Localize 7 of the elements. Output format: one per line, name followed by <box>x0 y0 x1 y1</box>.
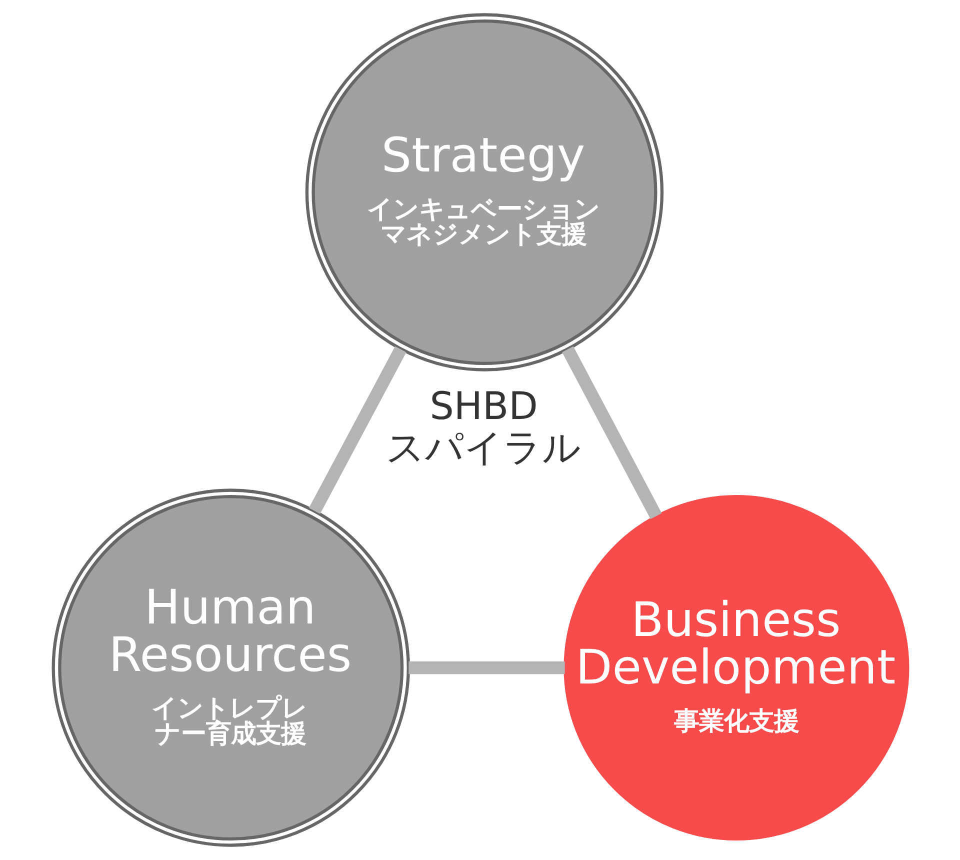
connector <box>308 346 406 514</box>
connector <box>408 661 564 674</box>
label: SHBD スパイラル <box>386 384 581 470</box>
node-circle: Strategy インキュベーションマネジメント支援 <box>304 13 664 372</box>
node-circle: Human Resources イントレプレナー育成支援 <box>51 488 410 847</box>
node-circle: Business Development 事業化支援 <box>563 494 909 841</box>
connector <box>562 346 662 520</box>
